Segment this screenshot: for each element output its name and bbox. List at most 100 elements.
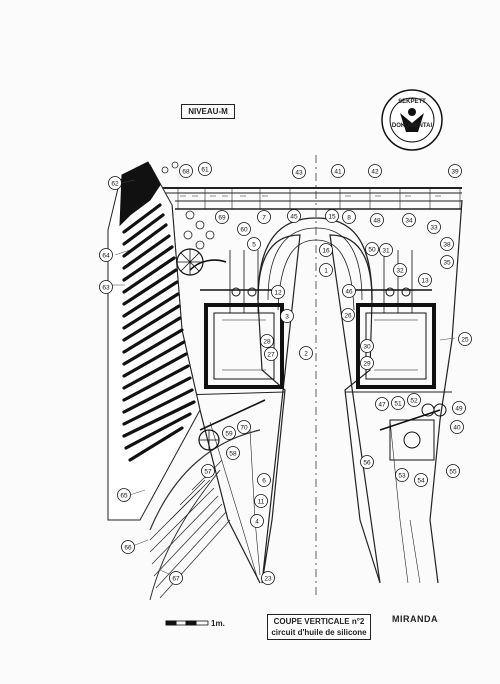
callout-29: 29 [360,356,374,370]
callout-circle [379,243,393,257]
callout-number: 3 [285,314,289,321]
callout-67: 67 [169,571,183,585]
callout-circle [299,346,313,360]
callout-59: 59 [222,426,236,440]
callout-circle [250,514,264,528]
callout-60: 60 [237,222,251,236]
fan-unit [176,248,204,276]
lower-hatched-sector [149,429,261,601]
callout-12: 12 [271,285,285,299]
beam-holes [161,161,215,250]
callout-number: 65 [120,493,128,500]
signature: MIRANDA [392,614,438,624]
callout-number: 4 [255,519,259,526]
callout-25: 25 [458,332,472,346]
callout-circle [407,393,421,407]
callout-circle [257,210,271,224]
callout-51: 51 [391,396,405,410]
callout-49: 49 [452,401,466,415]
callout-63: 63 [99,280,113,294]
callout-47: 47 [375,397,389,411]
callout-number: 63 [102,285,110,292]
callout-number: 60 [240,227,248,234]
callout-56: 56 [360,455,374,469]
callout-number: 32 [396,268,404,275]
callout-70: 70 [237,420,251,434]
callout-6: 6 [257,473,271,487]
callout-circle [201,464,215,478]
callout-circle [391,396,405,410]
scale-bar [165,620,209,626]
callout-30: 30 [360,339,374,353]
callout-57: 57 [201,464,215,478]
callout-number: 33 [430,225,438,232]
seal-emblem [381,89,443,151]
callout-circle [264,347,278,361]
pump-left [198,429,220,451]
callout-38: 38 [440,237,454,251]
seal-top-text: SEKPETT [398,99,426,105]
callout-39: 39 [448,164,462,178]
callout-circle [254,494,268,508]
callout-number: 58 [229,451,237,458]
callout-number: 31 [382,248,390,255]
callout-number: 1 [324,268,328,275]
callout-circle [342,210,356,224]
callout-circle [427,220,441,234]
callout-circle [169,571,183,585]
callout-circle [99,248,113,262]
callout-number: 51 [394,401,402,408]
scale-label: 1m. [211,619,225,628]
caption-subtitle: circuit d'huile de silicone [271,628,367,637]
callout-number: 34 [405,218,413,225]
callout-number: 55 [449,469,457,476]
callout-33: 33 [427,220,441,234]
callout-number: 8 [347,215,351,222]
callout-number: 43 [295,170,303,177]
callout-54: 54 [414,473,428,487]
callout-62: 62 [108,176,122,190]
callout-circle [368,164,382,178]
callout-circle [226,446,240,460]
callout-55: 55 [446,464,460,478]
callout-circle [365,242,379,256]
callout-number: 38 [443,242,451,249]
callout-number: 49 [455,406,463,413]
callout-circle [287,209,301,223]
callout-4: 4 [250,514,264,528]
top-beam [150,187,462,210]
callout-7: 7 [257,210,271,224]
callout-number: 50 [368,247,376,254]
callout-number: 6 [262,478,266,485]
callout-number: 61 [201,167,209,174]
callout-circle [179,164,193,178]
callout-number: 66 [124,545,132,552]
callout-circle [260,334,274,348]
callout-circle [452,401,466,415]
callout-number: 46 [345,289,353,296]
callout-circle [402,213,416,227]
callout-number: 11 [258,499,265,506]
callout-65: 65 [117,488,131,502]
callout-16: 16 [319,243,333,257]
callout-45: 45 [287,209,301,223]
callout-26: 26 [341,308,355,322]
caption-box: COUPE VERTICALE n°2 circuit d'huile de s… [267,614,371,640]
callout-number: 42 [371,169,379,176]
callout-34: 34 [402,213,416,227]
pump-right [389,403,447,461]
callout-28: 28 [260,334,274,348]
callout-number: 23 [264,576,272,583]
callout-number: 12 [274,290,282,297]
callout-circle [198,162,212,176]
callout-1: 1 [319,263,333,277]
callout-23: 23 [261,571,275,585]
callout-circle [446,464,460,478]
callout-27: 27 [264,347,278,361]
callout-circle [325,209,339,223]
callout-circle [215,210,229,224]
level-label: NIVEAU-M [181,104,235,119]
callout-circle [319,263,333,277]
callout-number: 62 [111,181,119,188]
callout-53: 53 [395,468,409,482]
